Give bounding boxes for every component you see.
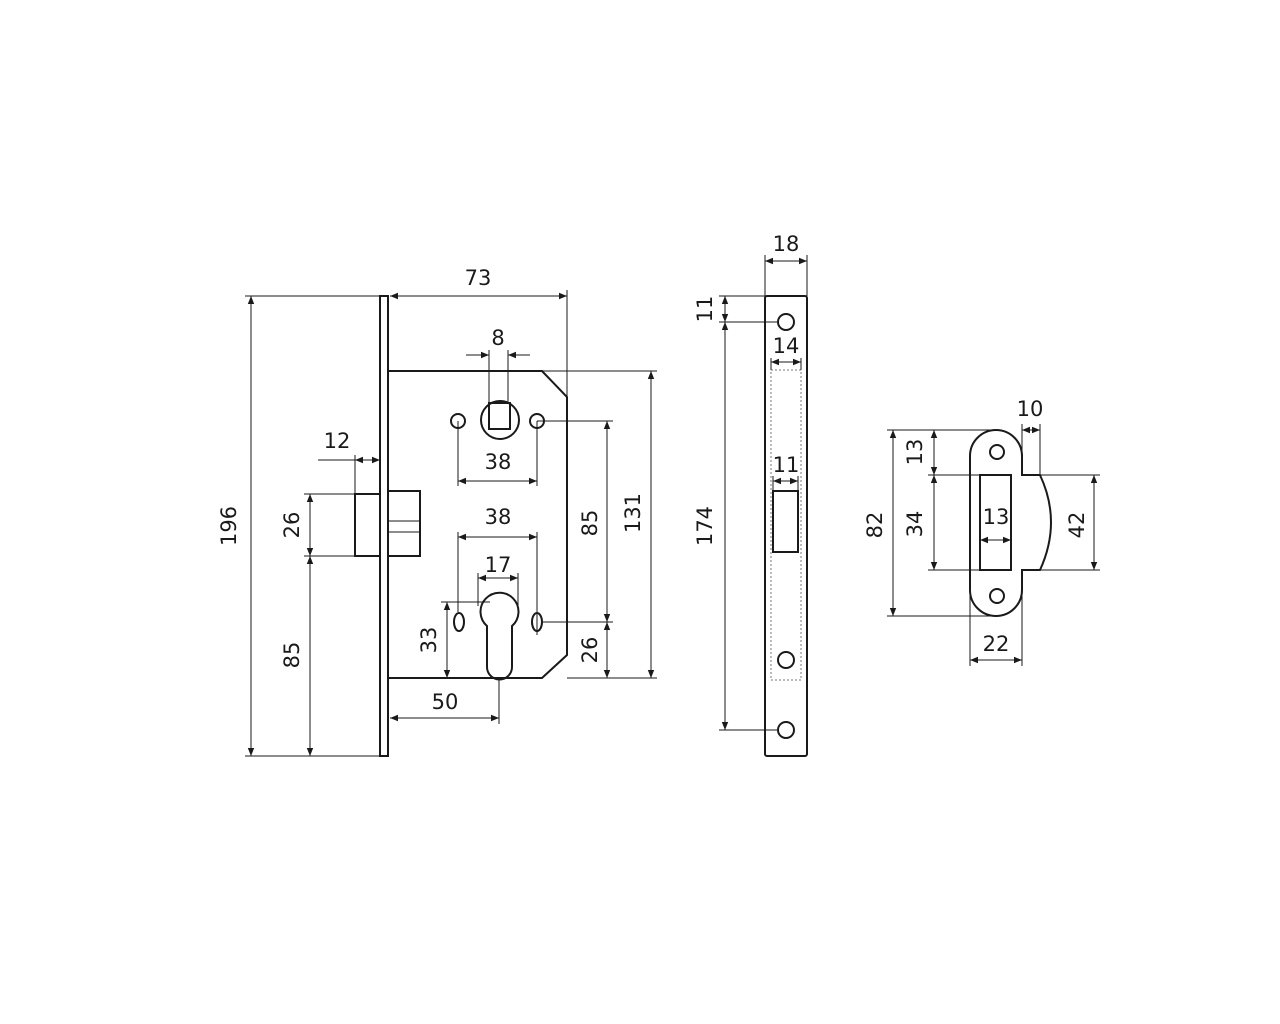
dim-26-latch: 26 <box>280 512 304 539</box>
dim-34: 34 <box>903 511 927 538</box>
euro-cylinder-cutout <box>479 591 520 681</box>
screw-hole <box>989 588 1005 604</box>
dim-12: 12 <box>324 429 351 453</box>
dim-13-opening: 13 <box>983 505 1010 529</box>
dim-38-top: 38 <box>485 450 512 474</box>
dim-85-center: 85 <box>578 510 602 537</box>
spindle-square <box>488 402 511 430</box>
screw-hole <box>777 721 795 739</box>
latch-bolt <box>354 493 381 557</box>
striker-opening <box>979 474 1012 571</box>
dim-14: 14 <box>773 334 800 358</box>
spindle-hub <box>480 400 520 440</box>
lock-case <box>388 370 568 679</box>
dim-11-top: 11 <box>693 296 717 323</box>
dim-8: 8 <box>491 326 504 350</box>
dim-18: 18 <box>773 232 800 256</box>
latch-opening <box>772 490 799 553</box>
latch-housing <box>387 490 421 557</box>
dim-13-top: 13 <box>903 439 927 466</box>
screw-hole <box>777 313 795 331</box>
screw-hole <box>989 444 1005 460</box>
dim-82: 82 <box>863 512 887 539</box>
dim-196: 196 <box>217 506 241 546</box>
dim-11-opening: 11 <box>773 453 800 477</box>
dim-131: 131 <box>621 493 645 533</box>
dim-26-cylinder: 26 <box>578 637 602 664</box>
dim-22: 22 <box>983 632 1010 656</box>
strike-strip <box>764 295 808 757</box>
dim-174: 174 <box>693 506 717 546</box>
dim-42: 42 <box>1065 512 1089 539</box>
screw-hole <box>453 612 465 632</box>
strike-strip-view: 18 11 174 14 11 <box>693 232 808 757</box>
recess-outline <box>770 369 802 681</box>
dim-50: 50 <box>432 690 459 714</box>
mortise-lock-front-view: 196 73 8 12 26 85 38 38 17 33 50 85 26 1… <box>217 266 657 757</box>
striker-plate-view: 10 82 13 34 13 42 22 <box>863 397 1100 666</box>
dim-38-bottom: 38 <box>485 505 512 529</box>
dim-33: 33 <box>417 627 441 654</box>
dim-73: 73 <box>465 266 492 290</box>
dim-85-latch: 85 <box>280 642 304 669</box>
dim-10: 10 <box>1017 397 1044 421</box>
screw-hole <box>777 651 795 669</box>
faceplate <box>379 295 389 757</box>
dim-17: 17 <box>485 553 512 577</box>
